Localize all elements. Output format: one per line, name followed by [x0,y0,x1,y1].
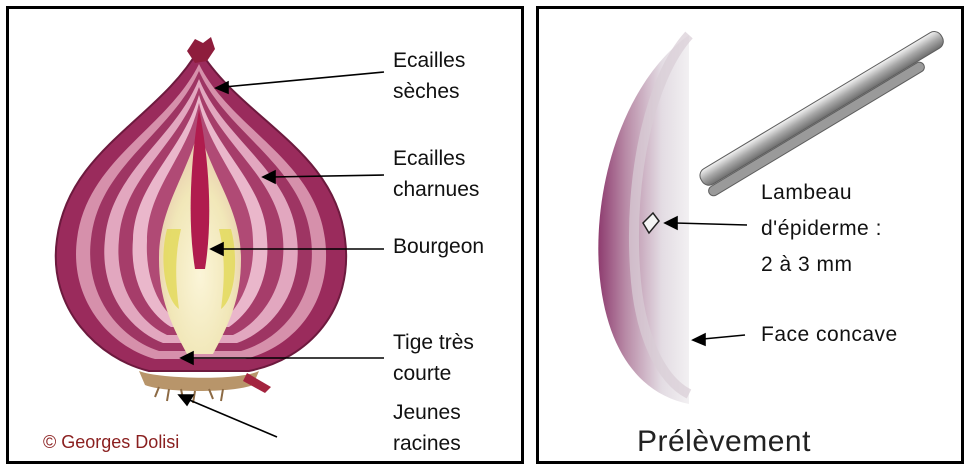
label-concave-face: Face concave [761,317,898,353]
onion-basal-plate [139,371,259,391]
copyright-notice: © Georges Dolisi [43,432,179,453]
onion-dry-scales [187,37,215,63]
sampling-caption: Prélèvement [637,425,811,459]
label-bud: Bourgeon [393,231,484,262]
forceps [697,29,952,198]
epidermis-sampling-illustration [539,9,961,461]
